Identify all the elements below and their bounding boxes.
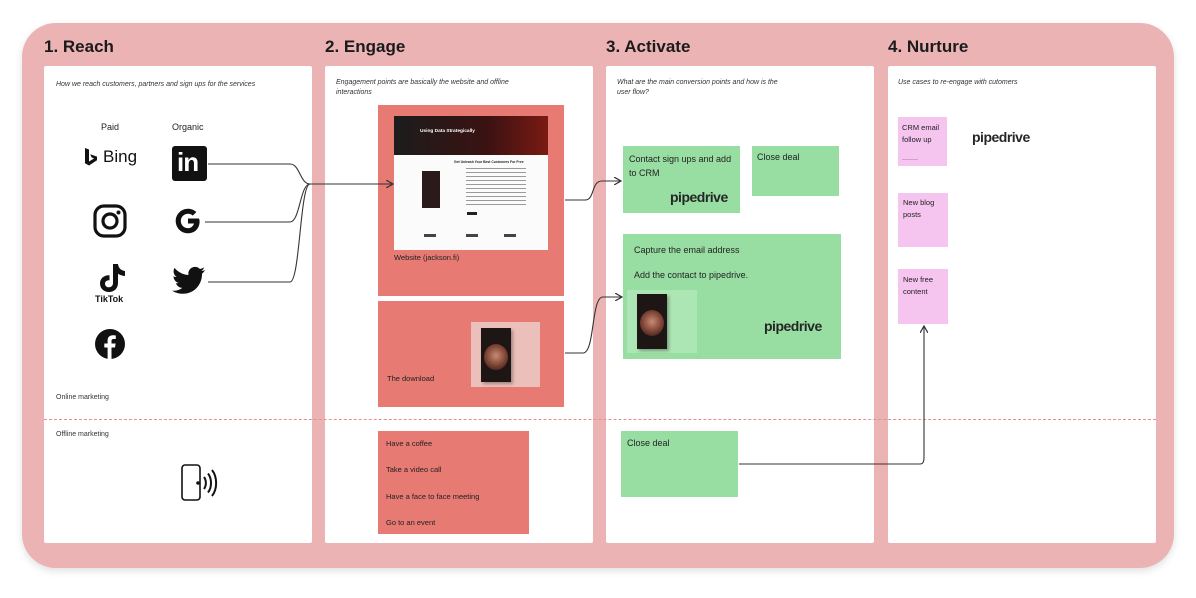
- activate-description: What are the main conversion points and …: [617, 79, 778, 96]
- pipedrive-logo-capture: pipedrive: [764, 318, 822, 334]
- offline-item-coffee: Have a coffee: [386, 439, 433, 448]
- capture-email-text: Capture the email address: [634, 245, 740, 255]
- twitter-icon: [172, 266, 206, 296]
- connector-linkedin: [208, 163, 311, 185]
- offline-close-deal-sticky: [621, 431, 738, 497]
- linkedin-icon: in: [172, 146, 207, 181]
- capture-book-image: [627, 290, 697, 353]
- offline-item-event: Go to an event: [386, 518, 436, 527]
- phone-nfc-icon: [180, 463, 220, 503]
- online-offline-divider: [44, 419, 1156, 420]
- column-title-reach: 1. Reach: [44, 37, 114, 56]
- website-hero: [394, 116, 548, 155]
- download-book-cover: [481, 328, 511, 382]
- website-screenshot: Using Data Strategically Get Unleash You…: [394, 116, 548, 250]
- blog-posts-text: New blog posts: [903, 198, 935, 219]
- website-card-1: [424, 234, 436, 237]
- pipedrive-logo-contact: pipedrive: [670, 189, 728, 205]
- instagram-icon: [93, 204, 127, 238]
- pipedrive-logo-nurture: pipedrive: [972, 129, 1030, 145]
- free-content-text: New free content: [903, 275, 934, 296]
- connector-website-to-crm: [565, 181, 620, 201]
- bing-icon: Bing: [84, 147, 144, 169]
- free-content-sticky: [898, 269, 948, 324]
- nurture-description: Use cases to re-engage with cutomers: [898, 79, 1018, 86]
- blog-posts-sticky: [898, 193, 948, 247]
- engage-description: Engagement points are basically the webs…: [336, 79, 509, 96]
- website-text-block: [466, 168, 526, 208]
- website-card-2: [466, 234, 478, 237]
- website-caption: Website (jackson.fi): [394, 253, 460, 262]
- tiktok-icon: TikTok: [93, 262, 129, 308]
- website-subheadline: Get Unleash Your Best Customers For Free: [454, 160, 524, 164]
- panel-reach: [44, 66, 312, 543]
- close-deal-text: Close deal: [757, 152, 800, 162]
- paid-label: Paid: [101, 122, 120, 132]
- capture-book-cover: [637, 294, 667, 349]
- connector-twitter: [208, 183, 311, 283]
- offline-item-video-call: Take a video call: [386, 465, 442, 474]
- download-caption: The download: [387, 374, 435, 383]
- google-icon: [172, 205, 204, 237]
- facebook-icon: [95, 329, 125, 359]
- website-cta-button: [467, 212, 477, 215]
- website-card-3: [504, 234, 516, 237]
- capture-book-portrait: [640, 310, 664, 336]
- reach-description: How we reach customers, partners and sig…: [56, 81, 256, 88]
- connector-download-to-capture: [565, 297, 621, 354]
- linkedin-wordmark: in: [177, 147, 199, 177]
- contact-crm-text: Contact sign ups and add to CRM: [629, 154, 732, 178]
- bing-wordmark: Bing: [103, 147, 138, 166]
- offline-engagement-sticky: [378, 431, 529, 534]
- column-title-activate: 3. Activate: [606, 37, 691, 56]
- online-marketing-label: Online marketing: [56, 394, 109, 401]
- crm-email-footnote: [902, 159, 918, 160]
- offline-item-meeting: Have a face to face meeting: [386, 492, 480, 501]
- connector-google: [205, 183, 311, 223]
- offline-marketing-label: Offline marketing: [56, 431, 109, 438]
- website-headline: Using Data Strategically: [420, 129, 475, 134]
- book-portrait: [484, 344, 508, 370]
- connector-closedeal-to-content: [739, 327, 924, 465]
- tiktok-wordmark: TikTok: [95, 294, 124, 304]
- download-image: [471, 322, 540, 387]
- crm-email-text: CRM email follow up: [902, 123, 940, 144]
- add-contact-text: Add the contact to pipedrive.: [634, 270, 749, 280]
- column-title-engage: 2. Engage: [325, 37, 406, 56]
- website-book-image: [422, 171, 440, 208]
- crm-email-sticky: [898, 117, 947, 166]
- contact-crm-sticky: [623, 146, 740, 213]
- close-deal-sticky: [752, 146, 839, 196]
- column-title-nurture: 4. Nurture: [888, 37, 969, 56]
- offline-close-deal-text: Close deal: [627, 438, 670, 448]
- organic-label: Organic: [172, 122, 204, 132]
